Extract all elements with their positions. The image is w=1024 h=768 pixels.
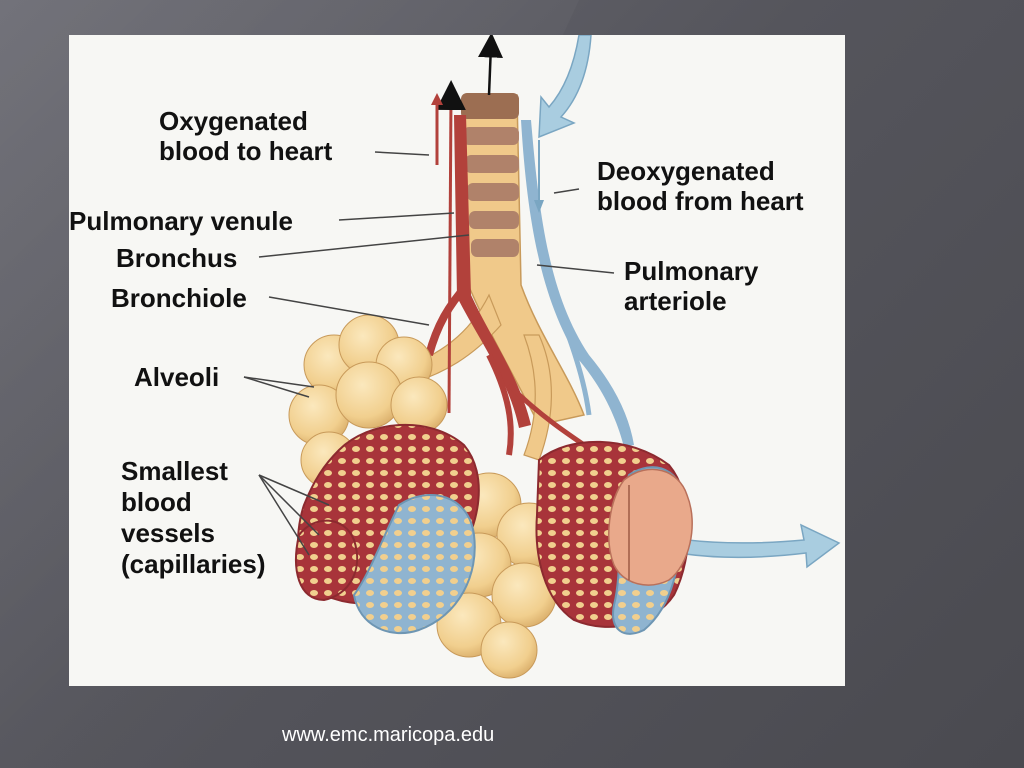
label-bronchiole: Bronchiole [111, 283, 247, 313]
source-url-caption: www.emc.maricopa.edu [282, 724, 495, 746]
air-flow-arrow [478, 35, 503, 96]
label-pulmonary-arteriole-line2: arteriole [624, 286, 727, 316]
label-oxygenated-line1: Oxygenated [159, 106, 308, 136]
pulmonary-venule [425, 80, 601, 458]
label-bronchus: Bronchus [116, 243, 237, 273]
label-capillaries-line4: (capillaries) [121, 549, 266, 579]
label-alveoli: Alveoli [134, 362, 219, 392]
label-oxygenated-line2: blood to heart [159, 136, 333, 166]
pulmonary-arteriole [521, 120, 634, 447]
label-capillaries-line3: vessels [121, 518, 215, 548]
diagram-canvas: Oxygenated blood to heart Deoxygenated b… [69, 35, 841, 679]
alveoli-cluster-left [288, 314, 448, 489]
label-capillaries-line2: blood [121, 487, 192, 517]
incoming-flow-arrow [538, 35, 592, 139]
capillary-network-right [535, 440, 693, 635]
label-pulmonary-arteriole-line1: Pulmonary [624, 256, 759, 286]
label-capillaries-line1: Smallest [121, 456, 228, 486]
lung-alveoli-diagram: Oxygenated blood to heart Deoxygenated b… [69, 35, 845, 686]
label-pulmonary-venule: Pulmonary venule [69, 206, 293, 236]
label-deoxygenated-line1: Deoxygenated [597, 156, 775, 186]
leader-lines [243, 151, 615, 556]
alveolus-cutaway [608, 468, 693, 586]
label-deoxygenated-line2: blood from heart [597, 186, 804, 216]
capillary-network-left [295, 423, 480, 635]
